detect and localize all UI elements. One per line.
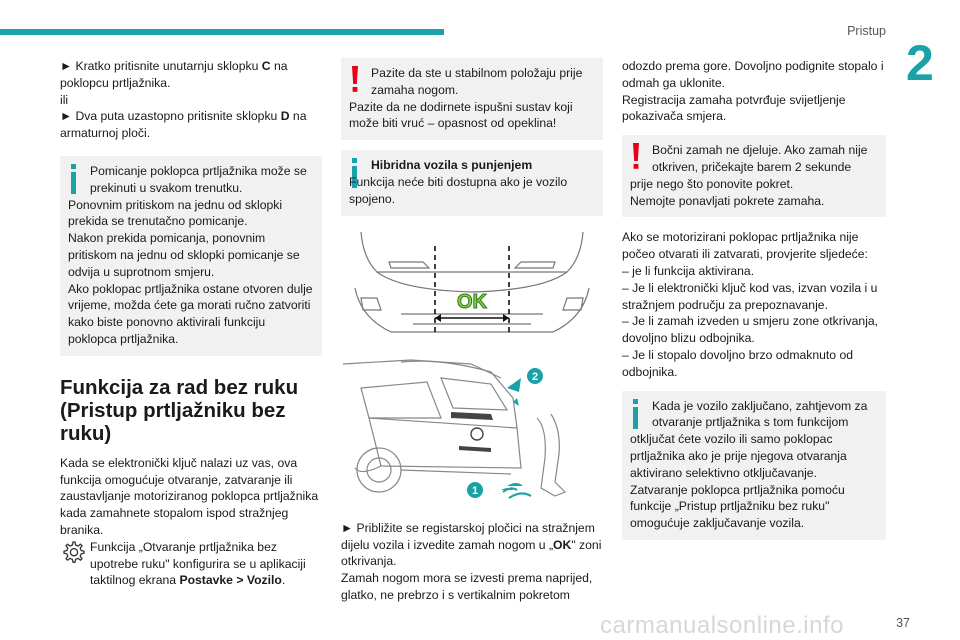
- check-item: – Je li zamah izveden u smjeru zone otkr…: [622, 314, 879, 346]
- sweep-continuation: odozdo prema gore. Dovoljno podignite st…: [622, 59, 884, 90]
- info-icon: [349, 158, 371, 189]
- bumper-ok-zone-illustration: OK: [341, 227, 603, 346]
- info-icon: [68, 163, 90, 194]
- info-note-hybrid: Hibridna vozila s punjenjem Funkcija neć…: [341, 150, 603, 216]
- column-2: Pazite da ste u stabilnom položaju prije…: [341, 58, 603, 604]
- instruction-press-d: ► Dva puta uzastopno pritisnite sklopku …: [60, 109, 307, 141]
- gear-icon: [60, 539, 90, 570]
- section-heading: Funkcija za rad bez ruku (Pristup prtlja…: [60, 375, 299, 445]
- foot-sweep-illustration: 2 1: [341, 357, 603, 506]
- info-note-locked: Kada je vozilo zaključano, zahtjevom za …: [622, 390, 886, 540]
- header-accent-bar: [0, 29, 444, 35]
- check-item: – Je li elektronički ključ kod vas, izva…: [622, 280, 878, 312]
- warning-note-stability: Pazite da ste u stabilnom položaju prije…: [341, 58, 603, 141]
- callout-1: 1: [472, 485, 478, 497]
- warning-note-side-sweep: Bočni zamah ne djeluje. Ako zamah nije o…: [622, 135, 886, 218]
- approach-instruction: ► Približite se registarskoj pločici na …: [341, 520, 602, 569]
- page-number: 37: [896, 616, 910, 630]
- column-1: ► Kratko pritisnite unutarnju sklopku C …: [60, 58, 322, 589]
- ok-zone-label: OK: [457, 291, 488, 313]
- check-intro: Ako se motorizirani poklopac prtljažnika…: [622, 230, 868, 262]
- warning-icon: [349, 66, 371, 92]
- section-title: Pristup: [847, 24, 886, 38]
- settings-note: Funkcija „Otvaranje prtljažnika bez upot…: [60, 539, 322, 589]
- or-text: ili: [60, 92, 69, 107]
- warning-icon: [630, 143, 652, 169]
- info-note-interrupt: Pomicanje poklopca prtljažnika može se p…: [60, 155, 322, 356]
- confirmation-text: Registracija zamaha potvrđuje svijetljen…: [622, 92, 846, 124]
- column-3: odozdo prema gore. Dovoljno podignite st…: [622, 58, 886, 540]
- intro-paragraph: Kada se elektronički ključ nalazi uz vas…: [60, 455, 319, 537]
- chapter-number: 2: [906, 35, 934, 91]
- info-icon: [630, 398, 652, 429]
- check-item: – je li funkcija aktivirana.: [622, 263, 755, 278]
- sweep-instruction: Zamah nogom mora se izvesti prema naprij…: [341, 571, 593, 602]
- check-item: – Je li stopalo dovoljno brzo odmaknuto …: [622, 347, 854, 379]
- callout-2: 2: [532, 371, 538, 383]
- watermark: carmanualsonline.info: [600, 612, 844, 639]
- instruction-press-c: ► Kratko pritisnite unutarnju sklopku C …: [60, 59, 288, 90]
